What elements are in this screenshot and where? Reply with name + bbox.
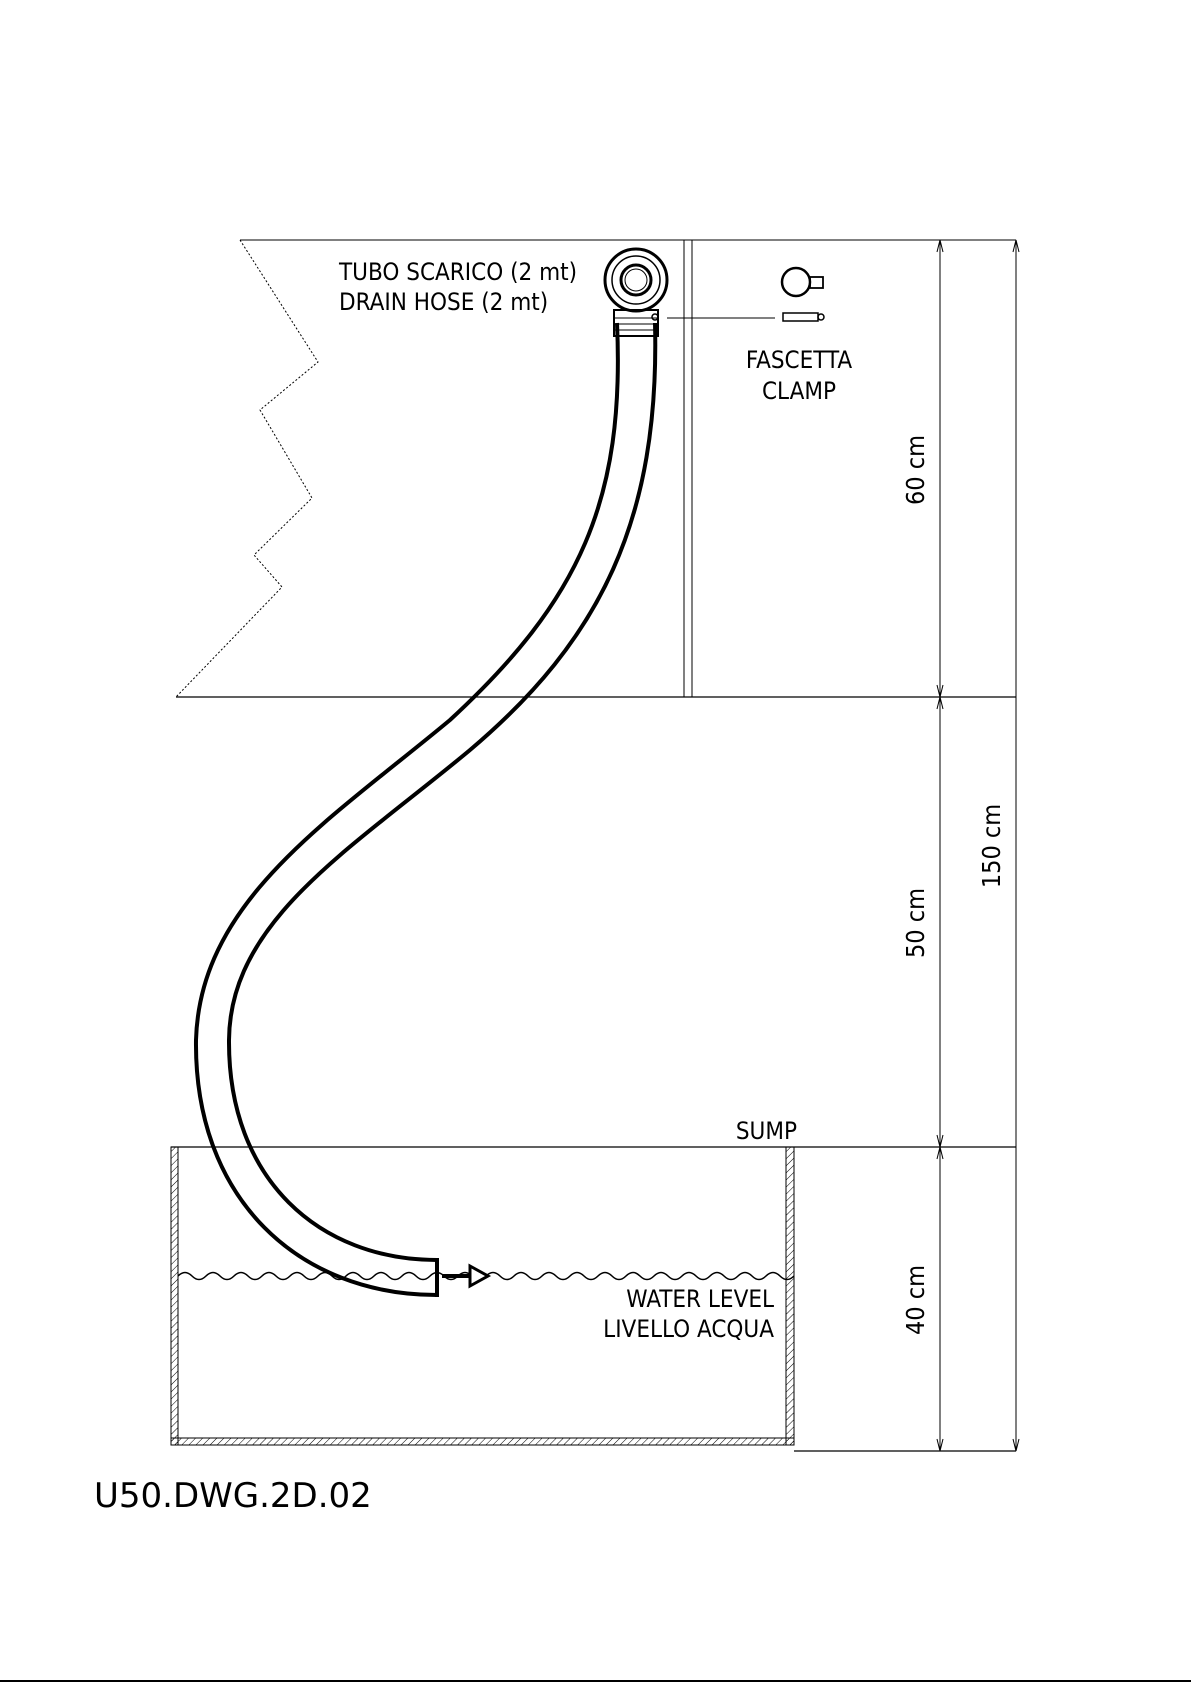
sump-left-wall <box>171 1147 178 1445</box>
dimension-upper-label: 60 cm <box>901 435 930 505</box>
dimension-lower-label: 40 cm <box>901 1265 930 1335</box>
dimension-middle-label: 50 cm <box>901 888 930 958</box>
water-level-label-en: WATER LEVEL <box>626 1285 774 1313</box>
dimension-total-label: 150 cm <box>977 804 1006 888</box>
drain-outlet-fitting <box>605 249 667 311</box>
hose-outer-wall <box>196 323 618 1295</box>
sump-right-wall <box>786 1147 794 1445</box>
sump-label: SUMP <box>736 1117 797 1145</box>
sump-bottom <box>171 1438 794 1445</box>
machine-outline <box>176 240 1016 697</box>
drain-hose-label-en: DRAIN HOSE (2 mt) <box>339 288 548 316</box>
hose-coupling <box>614 310 658 336</box>
clamp-icon <box>782 268 824 321</box>
drawing-code: U50.DWG.2D.02 <box>94 1476 372 1516</box>
drain-hose-label-it: TUBO SCARICO (2 mt) <box>338 258 577 286</box>
clamp-label-it: FASCETTA <box>746 346 853 374</box>
drain-hose <box>196 310 658 1297</box>
break-line <box>176 240 318 697</box>
clamp-callout <box>652 314 775 320</box>
water-level-label-it: LIVELLO ACQUA <box>603 1315 774 1343</box>
water-flow-arrow <box>442 1266 488 1286</box>
sump-tank <box>171 1147 1016 1451</box>
clamp-label-en: CLAMP <box>762 377 836 405</box>
hose-inner-wall <box>229 323 655 1260</box>
